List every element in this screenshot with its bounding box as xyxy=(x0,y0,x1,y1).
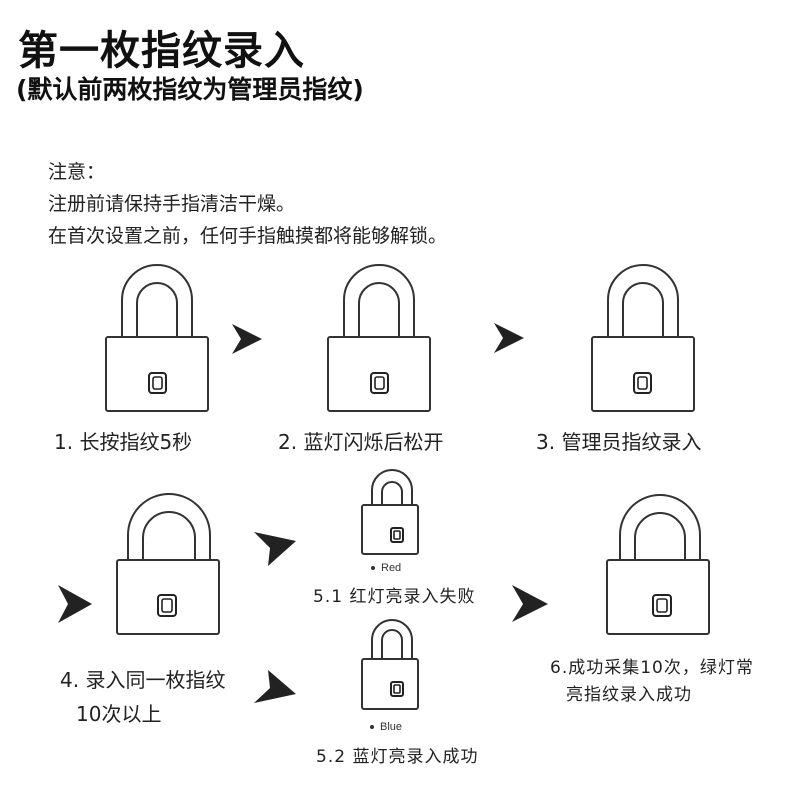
notes-line-2: 在首次设置之前，任何手指触摸都将能够解锁。 xyxy=(48,225,448,247)
arrow-right-icon xyxy=(254,532,296,566)
indicator-dot-icon xyxy=(370,725,374,730)
indicator-dot-icon xyxy=(371,566,375,571)
step-5-2-label: 5.2 蓝灯亮录入成功 xyxy=(316,747,479,767)
padlock-icon xyxy=(361,619,419,710)
fingerprint-sensor-icon xyxy=(157,594,177,617)
notes-line-1: 注册前请保持手指清洁干燥。 xyxy=(48,193,296,215)
arrow-right-icon xyxy=(232,324,262,354)
step-6-label-line-1: 6.成功采集10次，绿灯常 xyxy=(550,658,754,678)
fingerprint-sensor-icon xyxy=(148,372,167,394)
red-indicator-text: Red xyxy=(381,562,402,574)
padlock-icon xyxy=(591,264,695,412)
step-2-label: 2. 蓝灯闪烁后松开 xyxy=(278,430,444,454)
arrow-right-icon xyxy=(58,585,92,623)
step-1-label: 1. 长按指纹5秒 xyxy=(54,430,193,454)
step-4-label-line-2: 10次以上 xyxy=(76,702,162,726)
fingerprint-sensor-icon xyxy=(370,372,389,394)
step-5-1-label: 5.1 红灯亮录入失败 xyxy=(313,587,476,607)
padlock-icon xyxy=(116,493,220,635)
notes-block: 注意： 注册前请保持手指清洁干燥。 在首次设置之前，任何手指触摸都将能够解锁。 xyxy=(48,156,447,252)
fingerprint-sensor-icon xyxy=(633,372,652,394)
blue-indicator-label: Blue xyxy=(370,721,402,733)
padlock-icon xyxy=(606,494,710,635)
padlock-icon xyxy=(327,264,431,412)
arrow-right-icon xyxy=(494,323,524,353)
fingerprint-sensor-icon xyxy=(652,594,672,617)
step-6-label-line-2: 亮指纹录入成功 xyxy=(566,685,692,705)
arrow-right-icon xyxy=(254,670,296,703)
step-3-label: 3. 管理员指纹录入 xyxy=(536,430,702,454)
page-subtitle: (默认前两枚指纹为管理员指纹) xyxy=(16,75,364,104)
page-title: 第一枚指纹录入 xyxy=(18,28,305,74)
padlock-icon xyxy=(105,264,209,412)
fingerprint-sensor-icon xyxy=(390,681,404,697)
fingerprint-sensor-icon xyxy=(390,527,404,543)
arrow-right-icon xyxy=(512,585,548,622)
step-4-label-line-1: 4. 录入同一枚指纹 xyxy=(60,668,226,692)
padlock-icon xyxy=(361,469,419,555)
notes-heading: 注意： xyxy=(48,161,106,183)
red-indicator-label: Red xyxy=(371,562,401,574)
blue-indicator-text: Blue xyxy=(380,721,403,733)
